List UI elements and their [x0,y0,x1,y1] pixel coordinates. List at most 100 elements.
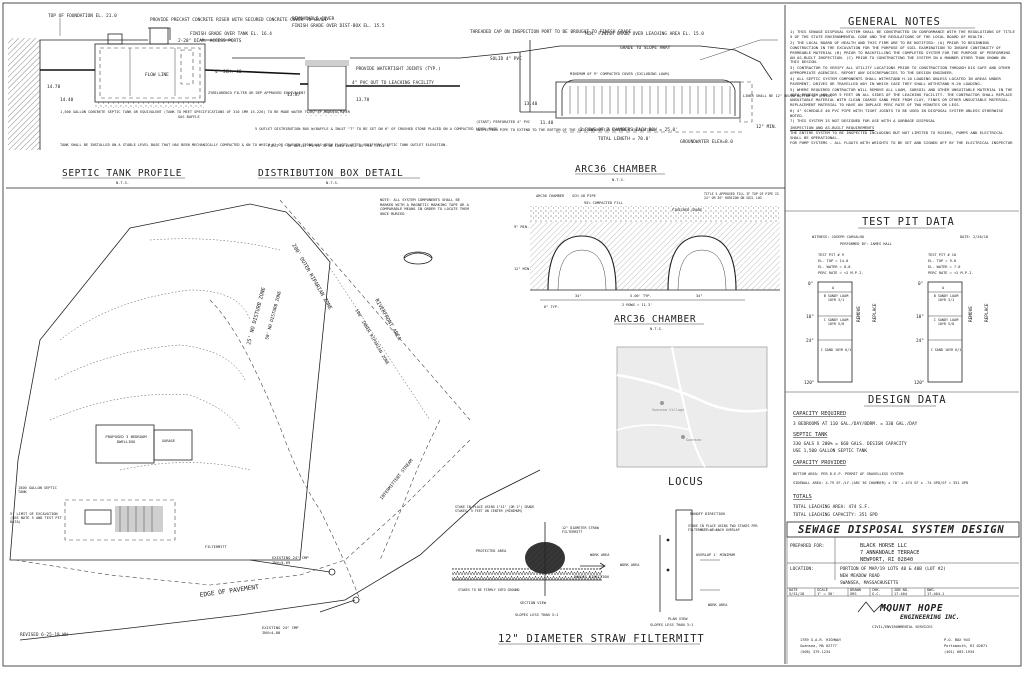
general-notes-title: GENERAL NOTES [848,16,941,28]
total-capacity: TOTAL LEACHING CAPACITY: 351 GPD [793,512,878,518]
title-block-meta: DATE SCALE DRAWN CHK. JOB NO. DWG. 5/31/… [787,588,1019,597]
existing-cmp-2: EXISTING 24" CMP INV=4.80 [262,625,299,635]
north-arrow-icon [403,251,433,265]
arc-note-min: 12" MIN. [756,124,777,130]
pit10-layer-b: B SANDY LOAM 10YR 3/1 [933,294,959,302]
dbox-note-cover: REMOVEABLE COVER [292,16,335,22]
pit9-id: TEST PIT # 9 [818,253,844,257]
pit9-layer-b: B SANDY LOAM 10YR 3/1 [823,294,849,302]
general-note-1: 1) THIS SEWAGE DISPOSAL SYSTEM SHALL BE … [790,30,1015,39]
dbox-note-grade: FINISH GRADE OVER DIST-BOX EL. 15.5 [292,23,385,29]
existing-cmp-1: EXISTING 24" CMP INV=5.69 [272,555,309,565]
site-note: NOTE: ALL SYSTEM COMPONENTS SHALL BE MAR… [380,198,469,216]
filtermitt-section-view: SECTION VIEW [520,601,547,605]
dbox-note-pipes: FIRST 2' OF OUTLET PIPES TO BE LAID LEVE… [268,144,389,148]
chamber-label-fill: 95% COMPACTED FILL [584,201,623,205]
pit10-layer-a: A [942,286,945,290]
filtermitt-slopes-2: SLOPES LESS THAN 3:1 [650,623,693,627]
septic-note-grade: FINISH GRADE OVER TANK EL. 16.4 [190,31,272,37]
dwelling-label: PROPOSED 3 BEDROOM DWELLING [105,434,147,444]
dbox-title: DISTRIBUTION BOX DETAIL [258,168,403,179]
general-notes: GENERAL NOTES 1) THIS SEWAGE DISPOSAL SY… [790,16,1015,146]
chamber-dim-rows: 2 ROWS = 11.3' [622,303,652,307]
bottom-area: BOTTOM AREA: PER D.E.P. PERMIT OF GRAVEL… [793,472,904,476]
dbox-note-base: 5 OUTLET DISTRIBUTION BOX W/BAFFLE & INL… [255,127,497,131]
arc-profile-scale: N.T.S. [612,178,625,182]
location-label: LOCATION: [790,566,814,572]
filtermitt-title: 12" DIAMETER STRAW FILTERMITT [498,633,705,645]
filtermitt-plan-label: FILTERMITT [205,545,227,549]
property-line [9,203,331,561]
dbox-note-outlet: 4" PVC OUT TO LEACHING FACILITY [352,80,434,86]
pit9-remove: REMOVE [856,306,862,322]
meta-scale-label: SCALE [817,588,828,592]
pit10-depth-120: 120" [914,380,925,386]
dbox-scale: N.T.S. [326,181,339,185]
pit9-perc: PERC RATE = <2 M.P.I. [818,271,863,275]
edge-of-pavement [14,439,471,586]
chamber-arch-left [547,235,617,291]
chamber-label-grade: FINISHED GRADE [672,208,702,212]
chamber-label-arc: ARC36 CHAMBER [536,194,565,198]
pit9-layer-c1: C SANDY LOAM 10YR 5/8 [823,318,849,326]
meta-chk-label: CHK. [872,588,881,592]
pit10-perc: PERC RATE = <2 M.P.I. [928,271,973,275]
no-disturb-50-label: 50' NO DISTURB ZONE [264,290,283,340]
test-pit-9: TEST PIT # 9 EL. TOP = 14.0 EL. WATER = … [804,253,878,386]
locus-title: LOCUS [668,476,704,488]
arc-note-length: TOTAL LENGTH = 70.0' [598,136,651,142]
arc-note-slope: GRADE TO SLOPE AWAY [620,45,671,51]
limit-of-excavation [64,499,176,541]
locus-map: Swansea Village Swansea LOCUS [616,346,768,488]
septic-tank-label: 1500 GALLON SEPTIC TANK [18,486,57,494]
tank-calc: 330 GALS X 200% = 660 GALS. DESIGN CAPAC… [793,441,907,447]
pit10-depth-24: 24" [916,338,924,344]
addr-right-1: P.O. BOX 943 [944,638,970,642]
chamber-dim-cover: 9" MIN. [514,225,529,229]
filtermitt-overlap-stake: STAKE IN PLACE USING TWO STAKES PER FILT… [688,524,758,532]
edge-of-pavement-label: EDGE OF PAVEMENT [199,584,259,599]
locus-label-town: Swansea [686,438,701,442]
arc-profile-title: ARC36 CHAMBER [575,164,657,175]
dbox-note-joints: PROVIDE WATERTIGHT JOINTS (TYP.) [356,66,441,72]
arc-note-groundwater: GROUNDWATER ELEV=8.0 [680,139,733,145]
riverfront-label: RIVERFRONT AREA [373,298,402,342]
inner-riparian-line [329,267,431,421]
general-note-4: 4) ALL SEPTIC SYSTEM COMPONENTS SHALL WI… [790,76,1001,87]
chamber-dim-34b: 34" [696,294,703,298]
asbuilt-text: THE ENTIRE SYSTEM TO BE INSPECTED INCLUD… [790,130,1004,141]
general-note-5: 5) WHERE REQUIRED CONTRACTOR WILL REMOVE… [790,86,1013,107]
pit9-top: EL. TOP = 14.0 [818,259,848,263]
pump-text: FOR PUMP SYSTEMS - ALL FLOATS WITH WEIGH… [790,140,1013,146]
drawing-title: SEWAGE DISPOSAL SYSTEM DESIGN [798,524,1005,536]
filtermitt-runoff: RUNOFF DIRECTION [574,575,609,579]
firm-engineering: ENGINEERING INC. [900,614,960,621]
meta-dwg-label: DWG. [927,588,936,592]
test-pit-title: TEST PIT DATA [862,216,955,228]
capacity-heading: CAPACITY REQUIRED [793,411,846,417]
dbox-elev-1: 13.87 [287,92,301,98]
filtermitt-work-2: WORK AREA [620,563,640,567]
meta-drawn: GRS [850,592,857,596]
client-address: 7 ANNANDALE TERRACE [860,550,919,556]
pit10-remove: REMOVE [968,306,974,322]
arc36-chamber-section: ARC36 CHAMBER SCH 40 PIPE 95% COMPACTED … [514,192,780,331]
pit10-id: TEST PIT # 10 [928,253,956,257]
garage-label: GARAGE [162,439,175,443]
test-pit-date: DATE: 2/28/18 [960,235,988,239]
meta-dwg: 17-404-1 [927,592,944,596]
total-area: TOTAL LEACHING AREA: 474 S.F. [793,504,870,510]
pit9-depth-10: 10" [806,314,814,320]
addr-left-2: Swansea, MA 02777 [800,644,837,648]
asbuilt-heading: INSPECTION AND AS-BUILT REQUIREMENTS [790,125,875,131]
septic-note-riser: PROVIDE PRECAST CONCRETE RISER WITH SECU… [150,17,327,23]
addr-right-2: Portsmouth, RI 02871 [944,644,987,648]
garage [153,429,193,461]
leaching-field-plan [115,506,163,532]
chamber-label-pipe: SCH 40 PIPE [572,194,596,198]
meta-date-label: DATE [789,588,798,592]
sidewall-area: SIDEWALL AREA: 4.79 SF./LF.(ARC 36 CHAMB… [793,481,968,485]
septic-profile-title: SEPTIC TANK PROFILE [62,168,182,179]
general-note-3: 3) CONTRACTOR TO VERIFY ALL UTILITY LOCA… [790,65,1011,76]
